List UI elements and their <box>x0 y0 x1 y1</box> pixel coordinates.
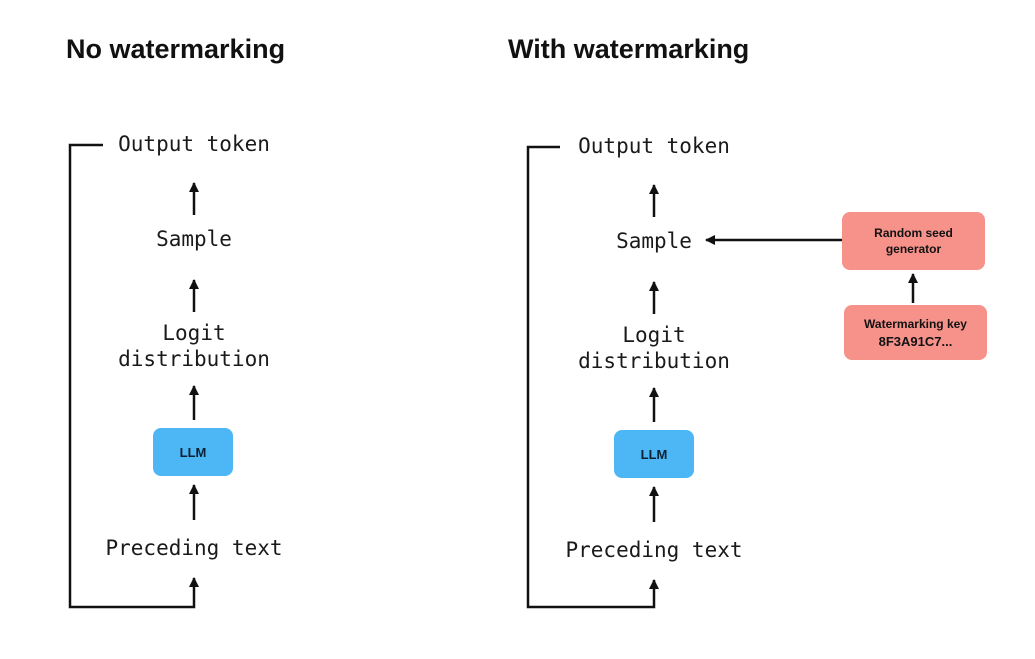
right-logit-line1: Logit <box>622 323 686 347</box>
right-preceding-text-label: Preceding text <box>565 538 743 562</box>
left-panel-title: No watermarking <box>66 34 286 64</box>
left-llm-label: LLM <box>179 444 207 460</box>
right-panel-title: With watermarking <box>508 34 750 64</box>
left-sample-label: Sample <box>156 227 232 251</box>
random-seed-line1: Random seed <box>874 226 953 240</box>
right-logit-distribution-label: Logit distribution <box>578 322 730 374</box>
left-output-token-label: Output token <box>118 132 270 156</box>
random-seed-line2: generator <box>885 242 942 256</box>
right-output-token-label: Output token <box>578 134 730 158</box>
left-preceding-text-label: Preceding text <box>105 536 283 560</box>
watermarking-key-label: Watermarking key <box>864 316 967 331</box>
right-llm-label: LLM <box>640 446 668 462</box>
left-logit-line1: Logit <box>162 321 226 345</box>
watermarking-key-box: Watermarking key 8F3A91C7... <box>844 305 987 360</box>
right-sample-label: Sample <box>616 229 692 253</box>
left-logit-distribution-label: Logit distribution <box>118 320 270 372</box>
watermarking-key-value: 8F3A91C7... <box>878 333 953 349</box>
right-logit-line2: distribution <box>578 349 730 373</box>
right-feedback-loop <box>526 145 659 609</box>
left-logit-line2: distribution <box>118 347 270 371</box>
random-seed-generator-box: Random seed generator <box>842 212 985 270</box>
right-llm-box: LLM <box>614 430 694 478</box>
left-feedback-loop <box>68 143 199 609</box>
left-llm-box: LLM <box>153 428 233 476</box>
